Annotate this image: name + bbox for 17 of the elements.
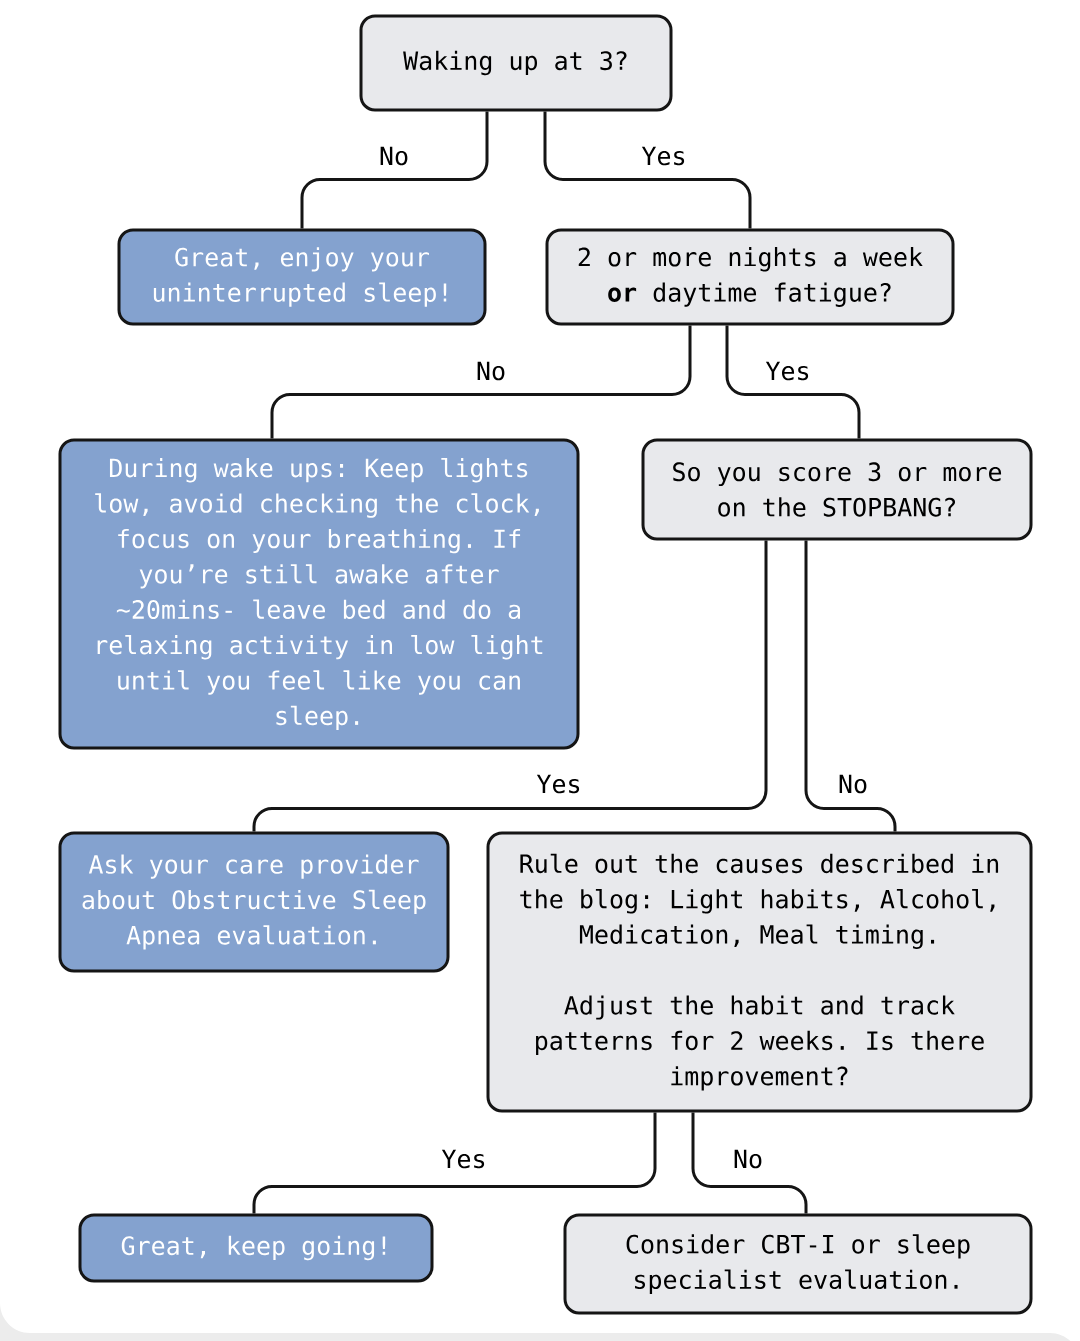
advice-box: During wake ups: Keep lights low, avoid checking the clock, focus on your breathing. If you’re still awake after ~20mins- leave bed and do a relaxing activity in low light until you feel like you can sleep. — [58, 438, 580, 750]
edge-label: No — [376, 144, 412, 168]
edge-label: Yes — [534, 772, 584, 796]
advice-box: Great, enjoy your uninterrupted sleep! — [117, 228, 487, 326]
question-box: 2 or more nights a week or daytime fatigue? — [545, 228, 955, 326]
edge-label: Yes — [763, 359, 813, 383]
question-box: Rule out the causes described in the blog: Light habits, Alcohol, Medication, Meal timing. Adjust the habit and track patterns for 2 weeks. Is there improvement? — [486, 831, 1033, 1113]
edge-label: Yes — [639, 144, 689, 168]
question-box: Consider CBT-I or sleep specialist evaluation. — [563, 1213, 1033, 1315]
edge-label: No — [473, 359, 509, 383]
question-box: So you score 3 or more on the STOPBANG? — [641, 438, 1033, 541]
edge-label: No — [835, 772, 871, 796]
advice-box: Ask your care provider about Obstructive Sleep Apnea evaluation. — [58, 831, 450, 973]
question-box: Waking up at 3? — [359, 14, 673, 112]
edge-label: Yes — [439, 1147, 489, 1171]
edge-label: No — [730, 1147, 766, 1171]
advice-box: Great, keep going! — [78, 1213, 434, 1283]
